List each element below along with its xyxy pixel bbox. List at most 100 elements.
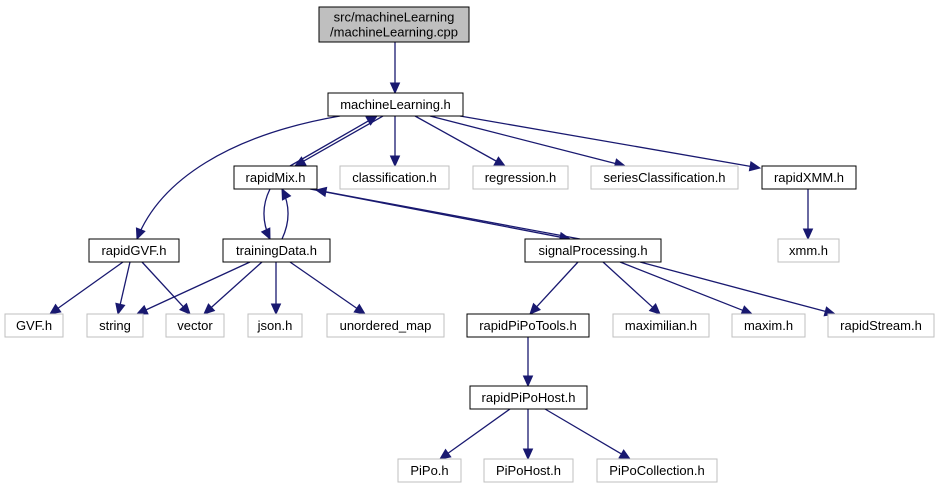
arrowhead-icon: [365, 115, 379, 126]
edge-line: [289, 261, 358, 310]
arrowhead-icon: [135, 304, 149, 315]
edge-trainingData-to-rapidMix: [281, 187, 292, 240]
node-box: [612, 313, 710, 338]
node-vector: vector: [165, 313, 225, 338]
node-box: [233, 165, 318, 190]
arrowhead-icon: [270, 303, 282, 316]
node-label: rapidXMM.h: [774, 170, 844, 185]
node-box: [466, 313, 590, 338]
node-box: [326, 313, 445, 338]
edge-line: [289, 119, 370, 167]
node-label: rapidPiPoTools.h: [479, 318, 577, 333]
arrowhead-icon: [135, 227, 146, 241]
edge-rapidMix-to-signalProcessing: [309, 188, 572, 243]
node-signalProcessing[interactable]: signalProcessing.h: [524, 238, 662, 263]
node-box: [86, 313, 144, 338]
edge-trainingData-to-unordered_map: [289, 261, 367, 315]
node-rapidStream: rapidStream.h: [827, 313, 935, 338]
node-seriesClassification: seriesClassification.h: [590, 165, 739, 190]
node-box: [761, 165, 857, 190]
edge-rapidGVF-to-vector: [141, 261, 191, 315]
arrowhead-icon: [648, 303, 661, 315]
arrowhead-icon: [314, 186, 328, 198]
edge-rapidXMM-to-xmm: [802, 189, 814, 241]
node-trainingData[interactable]: trainingData.h: [222, 238, 331, 263]
node-label: /machineLearning.cpp: [330, 25, 458, 40]
node-label: PiPo.h: [410, 463, 448, 478]
node-box: [524, 238, 662, 263]
node-regression: regression.h: [472, 165, 569, 190]
arrowhead-icon: [439, 448, 452, 460]
edge-line: [119, 261, 131, 306]
node-box: [472, 165, 569, 190]
node-rapidGVF[interactable]: rapidGVF.h: [88, 238, 180, 263]
node-label: string: [99, 318, 131, 333]
edge-line: [544, 408, 623, 455]
node-box: [88, 238, 180, 263]
edge-machineLearning-to-rapidXMM: [459, 115, 762, 172]
edge-trainingData-to-vector: [203, 261, 263, 315]
node-label: GVF.h: [16, 318, 52, 333]
node-label: seriesClassification.h: [603, 170, 725, 185]
edge-trainingData-to-json: [270, 262, 282, 316]
edge-line: [429, 115, 617, 165]
node-rapidMix[interactable]: rapidMix.h: [233, 165, 318, 190]
edge-line: [446, 408, 511, 455]
node-PiPo: PiPo.h: [397, 458, 462, 483]
arrowhead-icon: [529, 302, 541, 315]
arrowhead-icon: [49, 303, 62, 315]
node-classification: classification.h: [339, 165, 450, 190]
node-label: vector: [177, 318, 213, 333]
node-label: rapidStream.h: [840, 318, 922, 333]
edge-line: [602, 261, 654, 309]
edge-line: [619, 261, 744, 312]
node-box: [777, 238, 840, 263]
arrowhead-icon: [389, 82, 401, 95]
edge-signalProcessing-to-rapidMix: [314, 186, 581, 240]
edge-line: [141, 261, 185, 308]
edge-signalProcessing-to-rapidPiPoTools: [529, 261, 579, 315]
node-box: [483, 458, 574, 483]
arrowhead-icon: [522, 375, 534, 388]
node-label: maxim.h: [744, 318, 793, 333]
arrowhead-icon: [748, 161, 762, 172]
node-rapidPiPoTools[interactable]: rapidPiPoTools.h: [466, 313, 590, 338]
node-label: PiPoCollection.h: [609, 463, 704, 478]
edges-layer: [49, 42, 837, 461]
node-rapidXMM[interactable]: rapidXMM.h: [761, 165, 857, 190]
arrowhead-icon: [493, 156, 507, 167]
node-box: [4, 313, 64, 338]
node-box: [827, 313, 935, 338]
node-box: [327, 92, 464, 117]
node-maxim: maxim.h: [731, 313, 806, 338]
node-GVF: GVF.h: [4, 313, 64, 338]
node-maximilian: maximilian.h: [612, 313, 710, 338]
arrowhead-icon: [115, 302, 126, 316]
node-label: maximilian.h: [625, 318, 697, 333]
node-box: [469, 385, 588, 410]
arrowhead-icon: [740, 305, 754, 316]
node-box: [165, 313, 225, 338]
node-root[interactable]: src/machineLearning/machineLearning.cpp: [318, 6, 470, 43]
node-rapidPiPoHost[interactable]: rapidPiPoHost.h: [469, 385, 588, 410]
node-label: PiPoHost.h: [496, 463, 561, 478]
node-string: string: [86, 313, 144, 338]
arrowhead-icon: [281, 187, 292, 201]
arrowhead-icon: [618, 449, 632, 460]
node-machineLearning[interactable]: machineLearning.h: [327, 92, 464, 117]
edge-machineLearning-to-rapidGVF: [135, 115, 341, 241]
edge-line: [324, 191, 581, 240]
arrowhead-icon: [389, 155, 401, 168]
node-box: [318, 6, 470, 43]
edge-line: [459, 115, 752, 168]
edge-line: [210, 261, 263, 309]
edge-signalProcessing-to-maximilian: [602, 261, 661, 315]
edge-rapidGVF-to-string: [115, 261, 131, 316]
edge-rapidMix-to-trainingData: [260, 188, 271, 241]
node-box: [222, 238, 331, 263]
edge-rapidGVF-to-GVF: [49, 261, 124, 315]
node-json: json.h: [247, 313, 303, 338]
node-label: trainingData.h: [236, 243, 317, 258]
node-label: signalProcessing.h: [538, 243, 647, 258]
edge-signalProcessing-to-maxim: [619, 261, 754, 316]
